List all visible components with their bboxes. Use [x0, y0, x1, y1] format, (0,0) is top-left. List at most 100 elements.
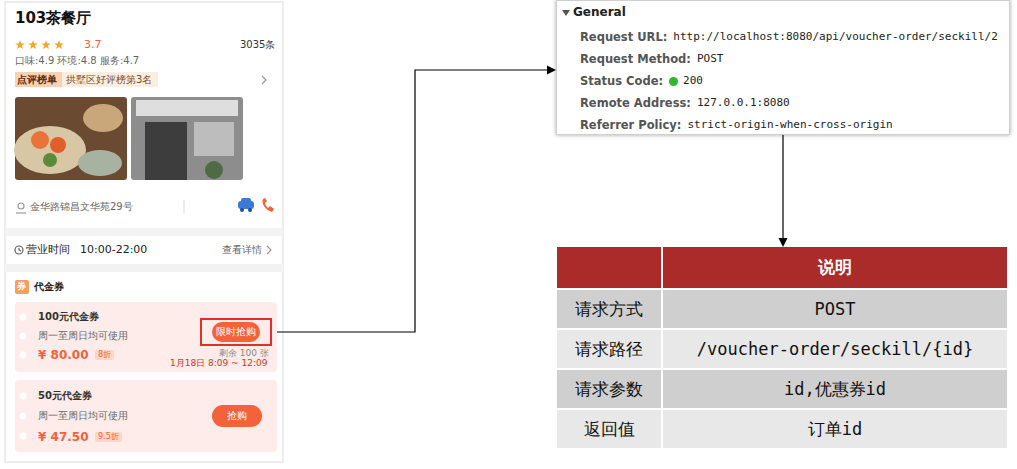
field-name: Referrer Policy: [580, 118, 681, 132]
table-cell: 订单id [663, 410, 1007, 448]
coupon-badge-text: 券 [17, 281, 26, 292]
chevron [267, 246, 271, 254]
stock-note: 剩余 100 张 [219, 348, 269, 359]
location-icon [16, 203, 26, 213]
voucher-card: 限时抢购 100元代金券周一至周日均可使用 ¥ 80.00 8折 剩余 100 张1月… [15, 302, 277, 372]
table-cell: 请求参数 [557, 370, 661, 408]
button-pill: 限时抢购 [212, 322, 260, 342]
voucher-card: 抢购 50元代金券周一至周日均可使用¥ 47.509.5折 [15, 380, 277, 452]
time-note: 1月18日 8:09 ~ 12:09 [170, 358, 267, 369]
table-cell: id,优惠券id [663, 370, 1007, 408]
table-cell: /voucher-order/seckill/{id} [663, 330, 1007, 368]
panel-heading: General [573, 5, 626, 19]
pin-base [16, 212, 26, 213]
table-cell: 返回值 [557, 410, 661, 448]
voucher-note: 周一至周日均可使用 [38, 410, 128, 421]
table-cell: POST [663, 290, 1007, 328]
shrimp [31, 131, 49, 149]
plant [205, 161, 223, 179]
voucher-name: 50元代金券 [38, 390, 92, 402]
row-value: 订单id [808, 418, 862, 441]
table-heading: 说明 [818, 256, 852, 279]
field-value: http://localhost:8080/api/voucher-order/… [673, 30, 998, 44]
review-count: 3035条 [240, 39, 275, 51]
field-name: Request Method: [580, 52, 691, 66]
rating-score: 3.7 [84, 38, 102, 51]
rating-stars [15, 40, 64, 49]
row-name: 请求路径 [575, 338, 643, 361]
highlighted-button: 限时抢购 [200, 318, 272, 346]
clock-hands [19, 248, 21, 251]
sub-ratings: 口味:4.9 环境:4.8 服务:4.7 [15, 55, 139, 67]
connector [272, 66, 556, 333]
dot [20, 413, 27, 420]
car-icon [238, 198, 254, 212]
field-value: POST [697, 52, 724, 66]
rank-text: 拱墅区好评榜第3名 [66, 74, 152, 86]
tag-ground [62, 72, 158, 87]
field-value: 127.0.0.1:8080 [697, 96, 790, 110]
card-dots [15, 302, 35, 372]
row-name: 请求参数 [575, 378, 643, 401]
car-top [241, 198, 251, 203]
separator-band [5, 228, 283, 236]
button-text: 限时抢购 [216, 326, 256, 338]
dish [83, 104, 123, 132]
arrow-head [779, 238, 788, 247]
shop-title: 103茶餐厅 [15, 9, 91, 27]
row-value: POST [815, 299, 856, 319]
connector-line [782, 135, 783, 238]
hours-label: 营业时间 [26, 243, 70, 256]
clock-face [15, 246, 23, 254]
dot [20, 333, 27, 340]
phone-icon [262, 198, 274, 212]
tag-ground [15, 72, 62, 87]
clock-icon [15, 246, 23, 254]
dot [20, 433, 27, 440]
dot [20, 314, 27, 321]
voucher-note: 周一至周日均可使用 [38, 330, 128, 341]
food-photo [14, 97, 127, 180]
wheel [240, 208, 244, 212]
row-value: /voucher-order/seckill/{id} [697, 339, 973, 359]
shop-sign [136, 100, 238, 116]
field-value: strict-origin-when-cross-origin [687, 118, 892, 132]
connector-line [272, 70, 547, 332]
dot [20, 393, 27, 400]
shop-screen: 限时抢购 100元代金券周一至周日均可使用 ¥ 80.00 8折 剩余 100 张1月… [5, 2, 283, 462]
photo-ground [131, 97, 243, 180]
separator-band [5, 264, 283, 272]
disclosure-triangle [562, 10, 570, 17]
connector [779, 135, 788, 247]
field-name: Status Code: [580, 74, 663, 88]
status-dot [669, 77, 678, 86]
dish [78, 150, 122, 176]
details-link: 查看详情 [222, 244, 262, 256]
row-name: 请求方式 [575, 298, 643, 321]
wheel [248, 208, 252, 212]
arrow-head [547, 66, 556, 75]
buy-button: 抢购 [212, 405, 262, 427]
header-cell: 说明 [663, 247, 1007, 288]
dot [20, 352, 27, 359]
divider [184, 200, 185, 214]
coupon-badge [15, 280, 29, 294]
field-name: Remote Address: [580, 96, 691, 110]
section-title: 代金券 [34, 281, 64, 293]
chevron [262, 76, 266, 84]
shop-window [194, 122, 234, 156]
field-name: Request URL: [580, 30, 667, 44]
photo-ground [15, 97, 127, 180]
table-cell: 请求方式 [557, 290, 661, 328]
phone-screen [5, 2, 283, 462]
table-cell: 请求路径 [557, 330, 661, 368]
discount-tag: 8折 [95, 350, 114, 360]
plate [14, 126, 86, 174]
pin [18, 203, 24, 209]
voucher-price: ¥ 80.00 [38, 348, 88, 362]
shop-door [145, 122, 187, 180]
row-value: id,优惠券id [784, 378, 886, 401]
voucher-name: 100元代金券 [38, 311, 99, 323]
greens [43, 153, 57, 167]
